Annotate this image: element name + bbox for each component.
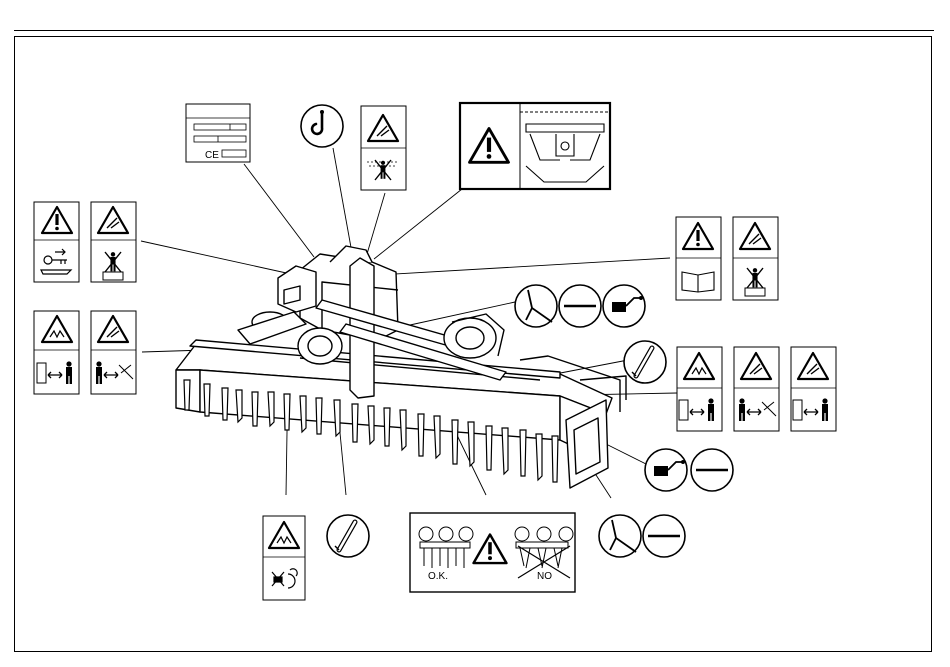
power-harrow-illustration [176,246,626,488]
grease-gun-icon [645,449,687,491]
oil-level-icon [599,515,641,557]
ce-mark: CE [205,150,219,161]
no-standing-decal-right [733,217,778,300]
label-no: NO [537,571,552,582]
oil-symbol-group-right [645,449,733,491]
grease-point-icon [327,515,369,557]
read-manual-decal [676,217,721,300]
top-link-warning-decal [460,103,610,189]
keep-distance-decal-right-1 [677,347,722,431]
label-ok: O.K. [428,571,448,582]
keep-distance-decal-left-2 [91,311,136,394]
oil-level-line-icon [691,449,733,491]
lifting-hook-icon [301,105,343,147]
oil-level-line-icon [643,515,685,557]
remove-key-decal [34,202,79,282]
no-standing-decal-left [91,202,136,282]
grease-gun-icon [603,285,645,327]
keep-distance-decal-right-2 [734,347,779,431]
read-manual-icon [682,272,714,292]
oil-symbol-group-top [515,285,645,327]
rotating-parts-decal-bottom [263,516,305,600]
crush-hazard-decal-top [361,106,406,190]
rotor-assembly-decal: O.K. NO [410,513,575,592]
oil-level-icon [515,285,557,327]
keep-distance-decal-left-1 [34,311,79,394]
grease-point-icon [624,341,666,383]
oil-level-line-icon [559,285,601,327]
keep-distance-decal-right-3 [791,347,836,431]
machine-nameplate: CE [186,104,250,162]
oil-symbol-group-bottom [599,515,685,557]
